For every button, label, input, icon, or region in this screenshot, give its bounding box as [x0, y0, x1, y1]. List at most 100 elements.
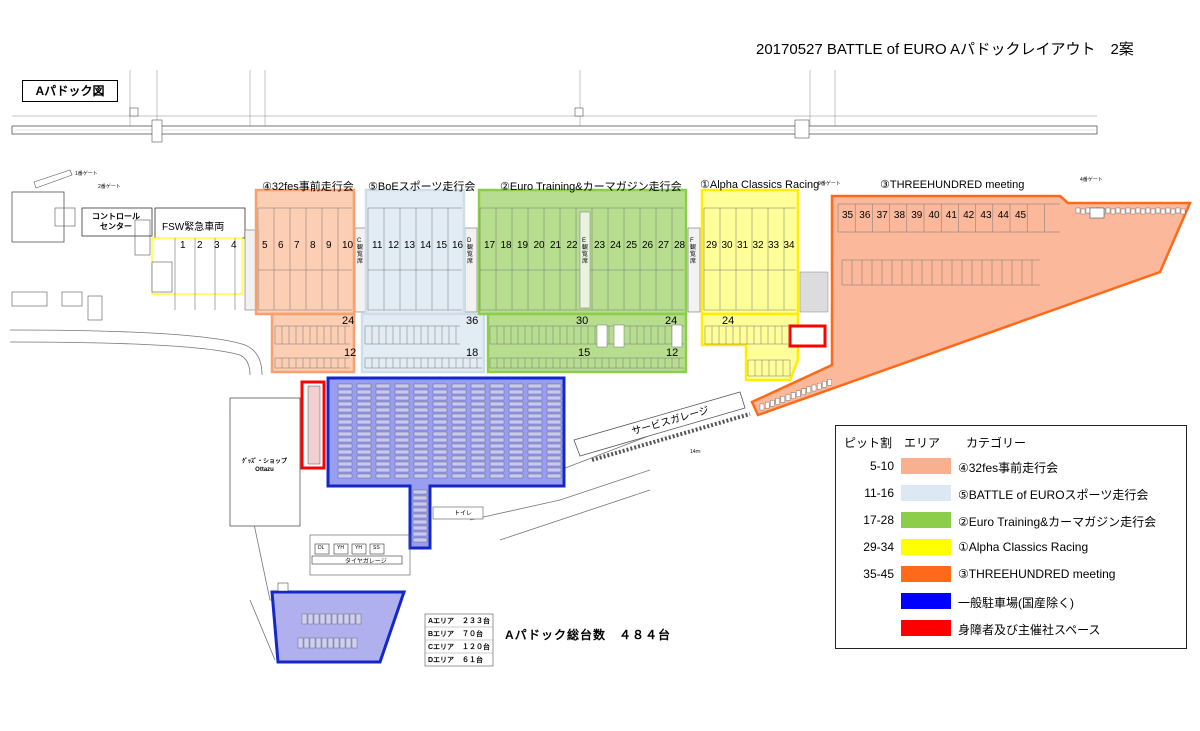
- zone-alpha-top: [700, 188, 800, 316]
- legend-category: ⑤BATTLE of EUROスポーツ走行会: [958, 488, 1149, 502]
- legend-category: ②Euro Training&カーマガジン走行会: [958, 515, 1157, 529]
- legend-header-area: エリア: [904, 436, 941, 450]
- count-euro-lower-b: 12: [666, 347, 679, 359]
- legend-header-category: カテゴリー: [966, 436, 1027, 450]
- pit-number: 3: [214, 240, 220, 251]
- pit-number: 37: [876, 210, 888, 221]
- pit-number: 25: [626, 240, 638, 251]
- legend-swatch: [901, 566, 951, 582]
- shop-label: ｸﾞｯｽﾞ・ショップ Ottazu: [242, 459, 288, 473]
- general-parking-lower: [270, 590, 407, 664]
- legend-row: 35-45 ③THREEHUNDRED meeting: [836, 564, 1186, 586]
- count-boe-upper: 36: [466, 315, 479, 327]
- shop-building: [229, 397, 301, 527]
- gate-9-label: 9番ゲート: [818, 181, 841, 187]
- pit-number: 6: [278, 240, 284, 251]
- zone-32fes-bottom: [270, 312, 356, 374]
- zone-boe-top: [364, 188, 466, 316]
- count-32fes-upper: 24: [342, 315, 355, 327]
- zone-alpha-bottom: [700, 312, 800, 382]
- legend-row: 29-34 ①Alpha Classics Racing: [836, 537, 1186, 559]
- pit-number: 42: [963, 210, 975, 221]
- legend-category: ①Alpha Classics Racing: [958, 540, 1089, 554]
- zone-threehundred: [750, 194, 1192, 417]
- pit-number: 32: [752, 240, 764, 251]
- legend-pit-range: 35-45: [863, 567, 894, 581]
- pit-number: 38: [893, 210, 906, 221]
- gate-2-label: 2番ゲート: [98, 184, 121, 190]
- control-center-box: [81, 207, 153, 237]
- area-table-name: Bエリア: [428, 631, 455, 638]
- toilet-box: [432, 506, 484, 520]
- pit-number: 31: [737, 240, 749, 251]
- legend-pit-range: 5-10: [869, 459, 894, 473]
- control-center-label: コントロール センター: [92, 212, 140, 231]
- pit-number: 4: [231, 240, 237, 251]
- toilet-label: トイレ: [454, 511, 473, 517]
- pit-number: 12: [388, 240, 400, 251]
- fsw-emergency-label: FSW緊急車両: [162, 222, 225, 233]
- pit-number: 40: [928, 210, 940, 221]
- pit-number: 21: [550, 240, 562, 251]
- legend-swatch: [901, 593, 951, 609]
- pit-number: 20: [533, 240, 545, 251]
- service-garage: [573, 391, 751, 462]
- legend-pit-range: 29-34: [863, 540, 894, 554]
- area-table-count: ２３３台: [462, 618, 490, 625]
- count-32fes-lower: 12: [344, 347, 357, 359]
- pit-number: 18: [500, 240, 512, 251]
- pit-number: 30: [721, 240, 733, 251]
- legend-swatch: [901, 458, 951, 474]
- pit-number: 17: [484, 240, 496, 251]
- pit-number: 1: [180, 240, 186, 251]
- pit-number: 15: [436, 240, 448, 251]
- tire-yh-2: YH: [355, 545, 362, 551]
- legend-swatch: [901, 512, 951, 528]
- tire-yh-1: YH: [337, 545, 344, 551]
- pit-number: 14: [420, 240, 432, 251]
- area-table-count: １２０台: [462, 644, 490, 651]
- zone-label-32fes: ④32fes事前走行会: [262, 181, 354, 193]
- legend-row: 身障者及び主催社スペース: [836, 618, 1186, 640]
- pit-number: 19: [517, 240, 529, 251]
- zone-euro-bottom: [486, 312, 688, 374]
- section-d-label: D 観 覧 席: [467, 238, 474, 265]
- tire-garage-label: タイヤガレージ: [345, 559, 387, 565]
- pit-number: 39: [911, 210, 923, 221]
- total-count: Aパドック総台数 ４８４台: [505, 628, 672, 642]
- pit-number: 33: [768, 240, 780, 251]
- zone-label-euro: ②Euro Training&カーマガジン走行会: [500, 181, 682, 193]
- legend-row: 一般駐車場(国産除く): [836, 591, 1186, 613]
- area-table-name: Cエリア: [428, 644, 455, 651]
- area-table-name: Aエリア: [428, 618, 455, 625]
- left-building: [11, 191, 65, 243]
- area-table-count: ７０台: [462, 631, 483, 638]
- count-euro-upper-a: 30: [576, 315, 589, 327]
- count-euro-lower-a: 15: [578, 347, 591, 359]
- tire-dl: DL: [318, 545, 325, 551]
- pit-number: 41: [945, 210, 957, 221]
- pit-number: 16: [452, 240, 464, 251]
- parking-grid: [297, 383, 562, 649]
- zone-32fes-top: [254, 188, 356, 316]
- garage-width-label: 14ｍ: [690, 449, 701, 455]
- zone-label-alpha: ①Alpha Classics Racing: [700, 179, 820, 191]
- pit-number: 28: [674, 240, 686, 251]
- legend-category: ③THREEHUNDRED meeting: [958, 567, 1116, 581]
- pit-number: 27: [658, 240, 670, 251]
- pit-number: 9: [326, 240, 332, 251]
- fsw-emergency-area: [154, 207, 246, 239]
- legend-swatch: [901, 620, 951, 636]
- area-count-table: [424, 613, 494, 667]
- zone-boe-bottom: [360, 312, 486, 374]
- zone-label-boe: ⑤BoEスポーツ走行会: [368, 181, 476, 193]
- document-title: 20170527 BATTLE of EURO Aパドックレイアウト 2案: [756, 41, 1134, 58]
- section-f-label: F 観 覧 席: [690, 238, 697, 265]
- legend-category: ④32fes事前走行会: [958, 461, 1059, 475]
- pit-number: 13: [404, 240, 416, 251]
- pit-number: 22: [566, 240, 578, 251]
